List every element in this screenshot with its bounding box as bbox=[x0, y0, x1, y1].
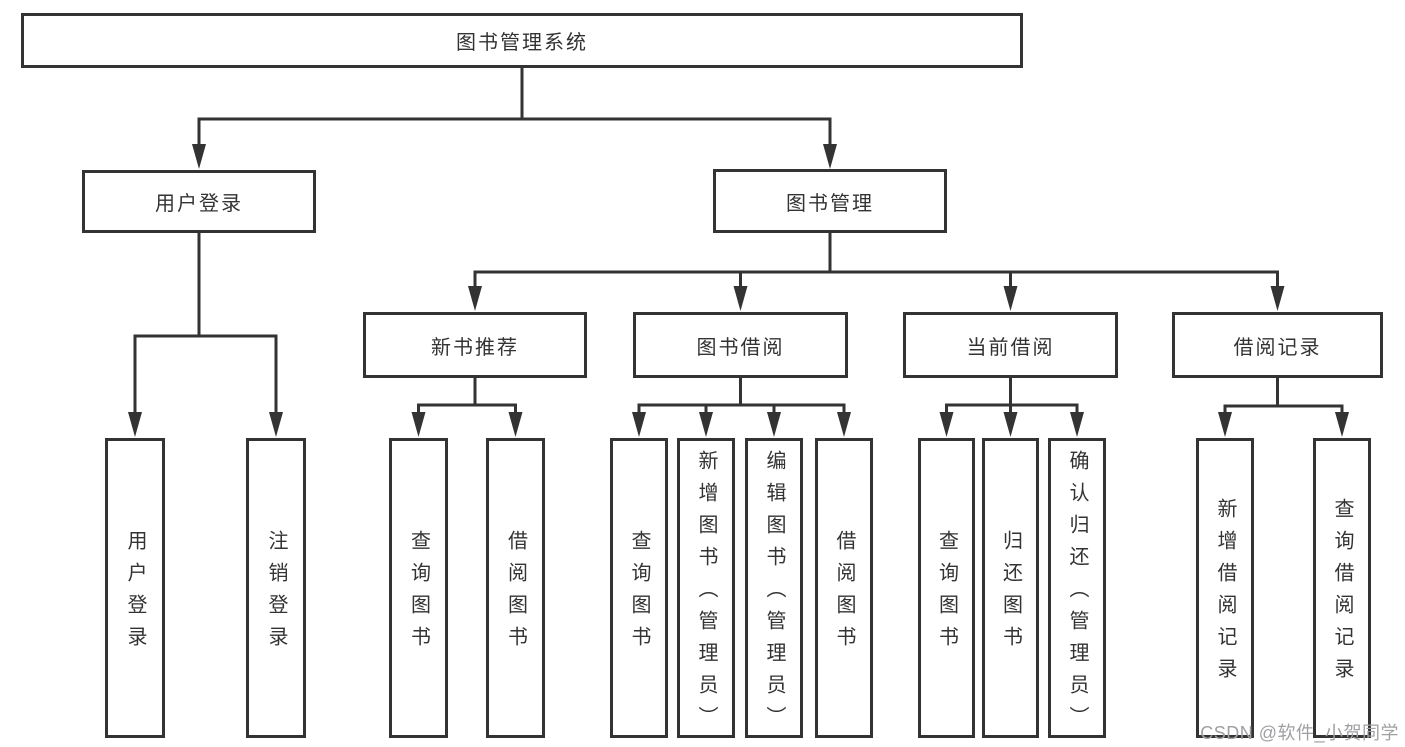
edge-from-book-mgmt bbox=[473, 231, 1279, 294]
watermark-text: CSDN @软件_小贺同学 bbox=[1200, 723, 1399, 743]
node-label-query-books-current: 查询图书 bbox=[935, 530, 958, 658]
arrowhead-icon-user-login bbox=[128, 412, 142, 437]
arrowhead-icon-query-borrow-record bbox=[1335, 412, 1349, 437]
node-label-confirm-return-admin: 确认归还（管理员） bbox=[1066, 450, 1088, 738]
edge-from-new-book-rec bbox=[417, 376, 517, 420]
arrowhead-icon-borrow-records bbox=[1270, 286, 1285, 311]
arrowhead-icon-new-book-rec bbox=[468, 286, 482, 311]
edge-from-current-borrow bbox=[945, 376, 1079, 420]
node-label-query-books-rec: 查询图书 bbox=[407, 530, 430, 658]
arrowhead-icon-borrow-books bbox=[837, 412, 851, 437]
node-new-book-rec: 新书推荐 bbox=[363, 312, 587, 378]
node-borrow-books-rec: 借阅图书 bbox=[486, 438, 545, 738]
arrowhead-icon-query-books-current bbox=[939, 412, 954, 437]
node-label-query-borrow-record: 查询借阅记录 bbox=[1331, 498, 1353, 690]
node-label-edit-book-admin: 编辑图书（管理员） bbox=[763, 450, 785, 738]
arrowhead-icon-current-borrow bbox=[1003, 286, 1018, 311]
node-query-books-borrow: 查询图书 bbox=[610, 438, 668, 738]
arrowhead-icon-borrow-books-rec bbox=[508, 412, 523, 437]
node-label-book-mgmt: 图书管理 bbox=[786, 192, 874, 215]
node-borrow-records: 借阅记录 bbox=[1172, 312, 1383, 378]
node-label-return-book: 归还图书 bbox=[999, 530, 1022, 658]
node-edit-book-admin: 编辑图书（管理员） bbox=[745, 438, 803, 738]
node-label-borrow-books: 借阅图书 bbox=[833, 530, 855, 658]
node-label-query-books-borrow: 查询图书 bbox=[628, 530, 650, 658]
node-logout: 注销登录 bbox=[246, 438, 306, 738]
arrowhead-icon-add-book-admin bbox=[699, 412, 713, 437]
arrowhead-icon-edit-book-admin bbox=[767, 412, 781, 437]
node-add-borrow-record: 新增借阅记录 bbox=[1196, 438, 1254, 738]
node-label-logout: 注销登录 bbox=[265, 530, 287, 658]
edge-from-borrow-records bbox=[1223, 376, 1344, 420]
node-user-login: 用户登录 bbox=[105, 438, 165, 738]
node-root: 图书管理系统 bbox=[21, 13, 1023, 68]
node-label-user-login: 用户登录 bbox=[124, 530, 146, 658]
node-label-new-book-rec: 新书推荐 bbox=[431, 336, 519, 359]
arrowhead-icon-return-book bbox=[1003, 412, 1018, 437]
node-query-books-rec: 查询图书 bbox=[389, 438, 448, 738]
node-confirm-return-admin: 确认归还（管理员） bbox=[1048, 438, 1106, 738]
node-label-borrow-books-rec: 借阅图书 bbox=[504, 530, 527, 658]
arrowhead-icon-add-borrow-record bbox=[1218, 412, 1232, 437]
arrowhead-icon-query-books-rec bbox=[411, 412, 426, 437]
node-return-book: 归还图书 bbox=[982, 438, 1039, 738]
node-add-book-admin: 新增图书（管理员） bbox=[677, 438, 735, 738]
node-label-user-login-group: 用户登录 bbox=[155, 193, 243, 215]
node-query-books-current: 查询图书 bbox=[918, 438, 975, 738]
node-borrow-books: 借阅图书 bbox=[815, 438, 873, 738]
node-query-borrow-record: 查询借阅记录 bbox=[1313, 438, 1371, 738]
arrowhead-icon-confirm-return-admin bbox=[1070, 412, 1084, 437]
node-label-root: 图书管理系统 bbox=[456, 32, 588, 54]
node-current-borrow: 当前借阅 bbox=[903, 312, 1118, 378]
edge-from-root bbox=[197, 66, 832, 152]
arrowhead-icon-book-mgmt bbox=[823, 144, 837, 169]
node-label-borrow-records: 借阅记录 bbox=[1233, 336, 1322, 359]
arrowhead-icon-logout bbox=[269, 412, 283, 437]
node-label-book-borrow: 图书借阅 bbox=[696, 336, 785, 359]
node-label-add-borrow-record: 新增借阅记录 bbox=[1214, 498, 1236, 690]
edge-from-book-borrow bbox=[637, 376, 846, 420]
arrowhead-icon-book-borrow bbox=[733, 286, 748, 311]
node-label-add-book-admin: 新增图书（管理员） bbox=[695, 450, 717, 738]
node-user-login-group: 用户登录 bbox=[82, 170, 316, 233]
node-label-current-borrow: 当前借阅 bbox=[966, 336, 1055, 359]
node-book-borrow: 图书借阅 bbox=[633, 312, 848, 378]
node-book-mgmt: 图书管理 bbox=[713, 169, 947, 233]
edge-from-user-login-group bbox=[133, 231, 278, 420]
arrowhead-icon-user-login-group bbox=[192, 144, 206, 169]
arrowhead-icon-query-books-borrow bbox=[632, 412, 646, 437]
